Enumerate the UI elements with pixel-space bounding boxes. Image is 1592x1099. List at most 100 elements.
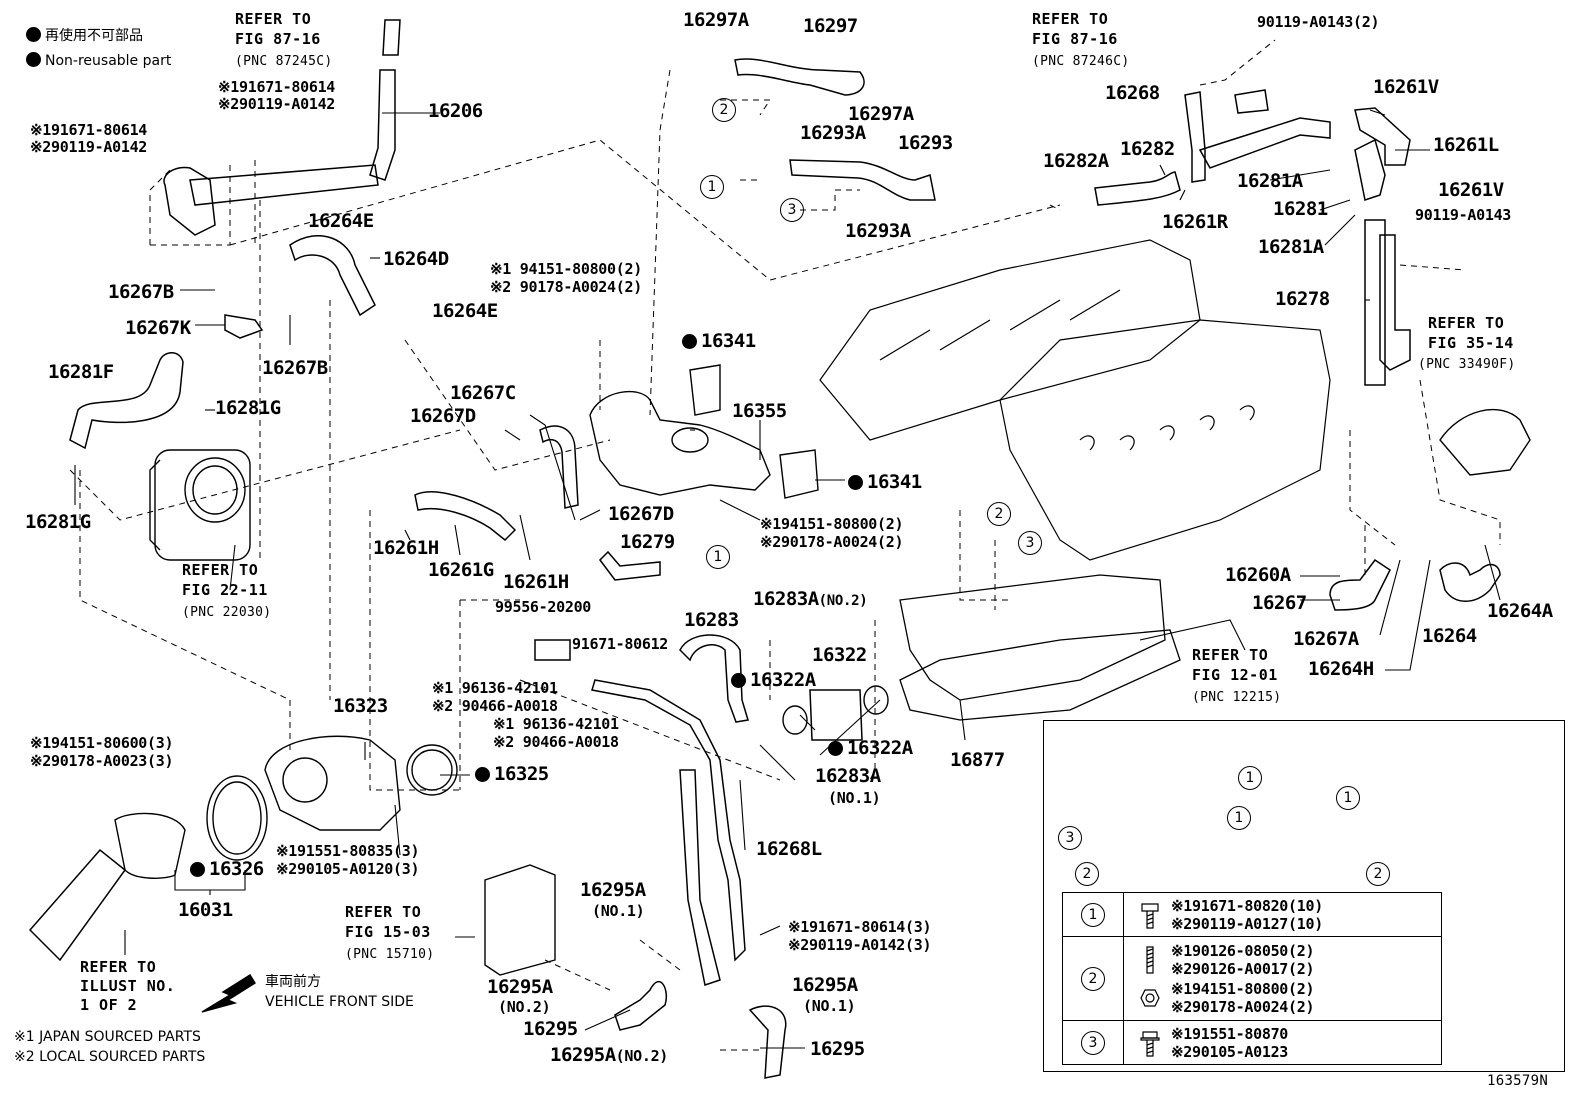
part-label-nonreusable: 16325 bbox=[475, 765, 549, 784]
fastener-label: ※290105-A0120(3) bbox=[276, 860, 420, 878]
part-label: 90119-A0143(2) bbox=[1257, 13, 1380, 31]
refer-to-fig-22-11-fig: FIG 22-11 bbox=[182, 581, 268, 599]
refer-to-fig-35-14-fig: FIG 35-14 bbox=[1428, 334, 1514, 352]
refer-to-fig-15-03-fig: FIG 15-03 bbox=[345, 923, 431, 941]
legend-japan-sourced: ※1 JAPAN SOURCED PARTS bbox=[14, 1029, 201, 1045]
fastener-table: 1 ※191671-80820(10) ※290119-A0127(10) 2 … bbox=[1062, 892, 1442, 1065]
nut-icon bbox=[1140, 988, 1160, 1007]
part-label-sub: (NO.1) bbox=[803, 997, 856, 1015]
part-label: 16295A bbox=[487, 976, 553, 998]
part-label: 16267C bbox=[450, 382, 516, 404]
filled-dot-icon bbox=[26, 52, 41, 67]
oil-pan bbox=[899, 574, 1181, 721]
fastener-table-text: ※290178-A0024(2) bbox=[1171, 997, 1315, 1016]
refer-to-illust-1-of-2: 1 OF 2 bbox=[80, 996, 138, 1014]
oil-cooler bbox=[484, 408, 1531, 976]
part-label: 16264D bbox=[383, 248, 449, 270]
fastener-table-text: ※194151-80800(2) bbox=[1171, 979, 1315, 998]
fastener-table-row: 1 ※191671-80820(10) ※290119-A0127(10) bbox=[1062, 892, 1442, 937]
fastener-table-text: ※290126-A0017(2) bbox=[1171, 959, 1315, 978]
part-label: 16267D bbox=[608, 503, 674, 525]
stud-icon bbox=[1146, 945, 1154, 974]
water-outlet-housing bbox=[589, 364, 819, 499]
fastener-label: ※194151-80800(2) bbox=[760, 515, 904, 533]
part-label: 16261V bbox=[1373, 76, 1439, 98]
vehicle-front-en: VEHICLE FRONT SIDE bbox=[265, 994, 414, 1010]
part-label: 16278 bbox=[1275, 288, 1330, 310]
legend-local-sourced: ※2 LOCAL SOURCED PARTS bbox=[14, 1049, 206, 1065]
inset-callout-1: 1 bbox=[1238, 766, 1262, 790]
part-label: 16267K bbox=[125, 317, 191, 339]
vehicle-front-arrow bbox=[201, 974, 256, 1013]
refer-to-illust-1: REFER TO bbox=[80, 958, 157, 976]
refer-to-fig-87-16-a-pnc: (PNC 87245C) bbox=[235, 54, 333, 69]
vehicle-front-jp: 車両前方 bbox=[265, 974, 321, 990]
fastener-table-text: ※190126-08050(2) bbox=[1171, 941, 1315, 960]
part-label: 16267A bbox=[1293, 628, 1359, 650]
refer-to-illust-1-no: ILLUST NO. bbox=[80, 977, 176, 995]
part-label: 16267B bbox=[108, 281, 174, 303]
legend-non-reusable-jp: 再使用不可部品 bbox=[26, 27, 143, 43]
inset-callout-1: 1 bbox=[1227, 806, 1251, 830]
part-label: 16264A bbox=[1487, 600, 1553, 622]
part-label-sub: (NO.1) bbox=[828, 789, 881, 807]
part-label: 16281A bbox=[1237, 170, 1303, 192]
filled-dot-icon bbox=[731, 673, 746, 688]
fastener-table-row: 3 ※191551-80870 ※290105-A0123 bbox=[1062, 1020, 1442, 1065]
callout-2: 2 bbox=[712, 98, 736, 122]
part-label: 16355 bbox=[732, 400, 787, 422]
part-label: 16281F bbox=[48, 361, 114, 383]
fastener-label: ※290119-A0142 bbox=[30, 138, 148, 156]
inset-callout-3: 3 bbox=[1058, 826, 1082, 850]
callout-3: 3 bbox=[1018, 531, 1042, 555]
fastener-label: ※191671-80614 bbox=[30, 121, 148, 139]
refer-to-fig-12-01-fig: FIG 12-01 bbox=[1192, 666, 1278, 684]
water-pump bbox=[114, 735, 458, 879]
part-label: 16877 bbox=[950, 749, 1005, 771]
dashed-leaders bbox=[69, 39, 1501, 1051]
part-label: 16283A bbox=[815, 765, 881, 787]
throttle-body bbox=[149, 449, 251, 561]
part-label: 16295A bbox=[580, 879, 646, 901]
fastener-label: ※290178-A0023(3) bbox=[30, 752, 174, 770]
inset-callout-1: 1 bbox=[1336, 786, 1360, 810]
part-label: 16297A bbox=[683, 9, 749, 31]
part-label: 16282A bbox=[1043, 150, 1109, 172]
part-label-nonreusable: 16322A bbox=[731, 671, 816, 690]
part-label: 90119-A0143 bbox=[1415, 206, 1512, 224]
engine-block bbox=[819, 239, 1331, 561]
part-label: 16267B bbox=[262, 357, 328, 379]
bolt-icon bbox=[1141, 902, 1159, 929]
fastener-label: ※191551-80835(3) bbox=[276, 842, 420, 860]
fastener-label: ※2 90178-A0024(2) bbox=[490, 278, 642, 296]
part-label: 16322 bbox=[812, 644, 867, 666]
part-label: 16261H bbox=[503, 571, 569, 593]
refer-to-fig-12-01-pnc: (PNC 12215) bbox=[1192, 690, 1282, 705]
fastener-label: ※2 90466-A0018 bbox=[432, 697, 558, 715]
fastener-label: ※290119-A0142 bbox=[218, 95, 336, 113]
part-label: 16282 bbox=[1120, 138, 1175, 160]
part-label: 16281G bbox=[215, 397, 281, 419]
refer-to-fig-87-16-b: REFER TO bbox=[1032, 10, 1109, 28]
part-label: 16281 bbox=[1273, 198, 1328, 220]
fastener-label: ※1 96136-42101 bbox=[432, 679, 558, 697]
part-label: 16295 bbox=[523, 1018, 578, 1040]
part-label: 16293A bbox=[800, 122, 866, 144]
part-label: 16293 bbox=[898, 132, 953, 154]
part-label: 16264E bbox=[308, 210, 374, 232]
callout-1: 1 bbox=[1081, 902, 1105, 927]
fastener-label: ※191671-80614 bbox=[218, 78, 336, 96]
part-label: 16281G bbox=[25, 511, 91, 533]
fastener-table-text: ※191551-80870 bbox=[1171, 1024, 1289, 1043]
part-label-nonreusable: 16341 bbox=[848, 473, 922, 492]
refer-to-fig-87-16-a: REFER TO bbox=[235, 10, 312, 28]
legend-non-reusable-en: Non-reusable part bbox=[26, 52, 171, 68]
refer-to-fig-22-11: REFER TO bbox=[182, 561, 259, 579]
filled-dot-icon bbox=[828, 741, 843, 756]
part-label: 16268 bbox=[1105, 82, 1160, 104]
part-label: 16264H bbox=[1308, 658, 1374, 680]
part-label: 16261V bbox=[1438, 179, 1504, 201]
fastener-label: ※1 94151-80800(2) bbox=[490, 260, 642, 278]
